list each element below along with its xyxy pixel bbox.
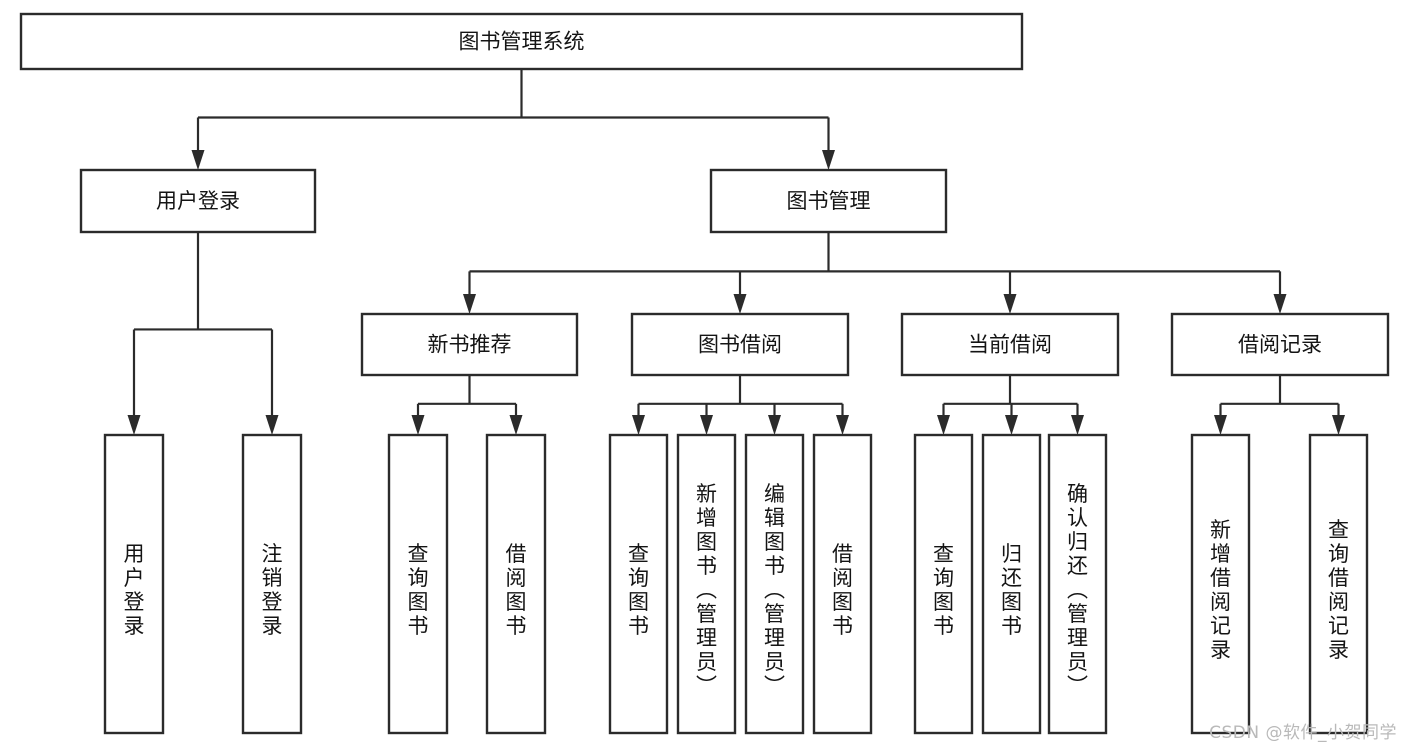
node-label: 归还图书 — [1001, 542, 1022, 638]
node-box[interactable] — [1047, 433, 1108, 735]
node-box[interactable] — [913, 433, 974, 735]
diagram-node[interactable]: 查询图书 — [387, 433, 449, 735]
node-box[interactable] — [608, 433, 669, 735]
arrow-head-icon — [463, 294, 476, 314]
diagram-node[interactable]: 查询图书 — [608, 433, 669, 735]
arrow-head-icon — [836, 415, 849, 435]
diagram-node[interactable]: 新增图书︵管理员︶ — [676, 433, 737, 735]
arrow-head-icon — [733, 294, 747, 314]
diagram-node[interactable]: 编辑图书︵管理员︶ — [744, 433, 805, 735]
node-box[interactable] — [676, 433, 737, 735]
arrow-head-icon — [632, 415, 645, 435]
node-label: 查询图书 — [933, 542, 954, 638]
arrow-head-icon — [1273, 294, 1287, 314]
diagram-node[interactable]: 图书管理系统 — [19, 12, 1024, 71]
node-box[interactable] — [485, 433, 547, 735]
node-label: 编辑图书︵管理员︶ — [764, 482, 785, 698]
node-label: 用户登录 — [156, 189, 240, 213]
arrow-head-icon — [509, 415, 523, 435]
arrow-head-icon — [1214, 415, 1227, 435]
node-box[interactable] — [387, 433, 449, 735]
diagram-node[interactable]: 注销登录 — [241, 433, 303, 735]
node-box[interactable] — [1308, 433, 1369, 735]
node-label: 新增图书︵管理员︶ — [696, 482, 717, 698]
diagram-node[interactable]: 用户登录 — [79, 168, 317, 234]
arrow-head-icon — [1332, 415, 1345, 435]
diagram-node[interactable]: 图书借阅 — [630, 312, 850, 377]
arrow-head-icon — [191, 150, 205, 170]
diagram-node[interactable]: 新增借阅记录 — [1190, 433, 1251, 735]
arrow-head-icon — [1003, 294, 1017, 314]
node-label: 图书管理 — [787, 189, 871, 213]
node-label: 新增借阅记录 — [1210, 518, 1231, 662]
node-box[interactable] — [630, 312, 850, 377]
diagram-node[interactable]: 借阅记录 — [1170, 312, 1390, 377]
node-box[interactable] — [744, 433, 805, 735]
node-label: 用户登录 — [124, 542, 145, 638]
node-label: 查询图书 — [628, 542, 649, 638]
node-box[interactable] — [360, 312, 579, 377]
node-box[interactable] — [1170, 312, 1390, 377]
arrow-head-icon — [265, 415, 279, 435]
node-box[interactable] — [1190, 433, 1251, 735]
node-box[interactable] — [709, 168, 948, 234]
diagram-node[interactable]: 确认归还︵管理员︶ — [1047, 433, 1108, 735]
diagram-node[interactable]: 当前借阅 — [900, 312, 1120, 377]
node-box[interactable] — [241, 433, 303, 735]
arrow-head-icon — [700, 415, 713, 435]
node-layer: 图书管理系统用户登录图书管理新书推荐图书借阅当前借阅借阅记录用户登录注销登录查询… — [19, 12, 1390, 735]
arrow-head-icon — [127, 415, 141, 435]
edge-layer — [127, 69, 1345, 435]
arrow-head-icon — [937, 415, 950, 435]
diagram-node[interactable]: 归还图书 — [981, 433, 1042, 735]
diagram-node[interactable]: 图书管理 — [709, 168, 948, 234]
node-box[interactable] — [19, 12, 1024, 71]
node-label: 确认归还︵管理员︶ — [1067, 482, 1088, 698]
node-box[interactable] — [103, 433, 165, 735]
node-label: 查询借阅记录 — [1328, 518, 1349, 662]
node-label: 借阅图书 — [506, 542, 527, 638]
node-label: 借阅图书 — [832, 542, 853, 638]
node-label: 图书管理系统 — [459, 30, 585, 54]
arrow-head-icon — [1005, 415, 1018, 435]
arrow-head-icon — [768, 415, 781, 435]
diagram-node[interactable]: 新书推荐 — [360, 312, 579, 377]
node-label: 新书推荐 — [428, 333, 512, 357]
node-label: 查询图书 — [408, 542, 429, 638]
node-label: 借阅记录 — [1238, 333, 1322, 357]
arrow-head-icon — [822, 150, 835, 170]
node-box[interactable] — [900, 312, 1120, 377]
arrow-head-icon — [411, 415, 425, 435]
node-label: 注销登录 — [262, 542, 283, 638]
diagram-node[interactable]: 查询图书 — [913, 433, 974, 735]
node-box[interactable] — [79, 168, 317, 234]
arrow-head-icon — [1071, 415, 1084, 435]
diagram-node[interactable]: 用户登录 — [103, 433, 165, 735]
diagram-node[interactable]: 查询借阅记录 — [1308, 433, 1369, 735]
diagram-node[interactable]: 借阅图书 — [485, 433, 547, 735]
node-label: 图书借阅 — [698, 333, 782, 357]
diagram-node[interactable]: 借阅图书 — [812, 433, 873, 735]
node-box[interactable] — [812, 433, 873, 735]
node-label: 当前借阅 — [968, 333, 1052, 357]
node-box[interactable] — [981, 433, 1042, 735]
